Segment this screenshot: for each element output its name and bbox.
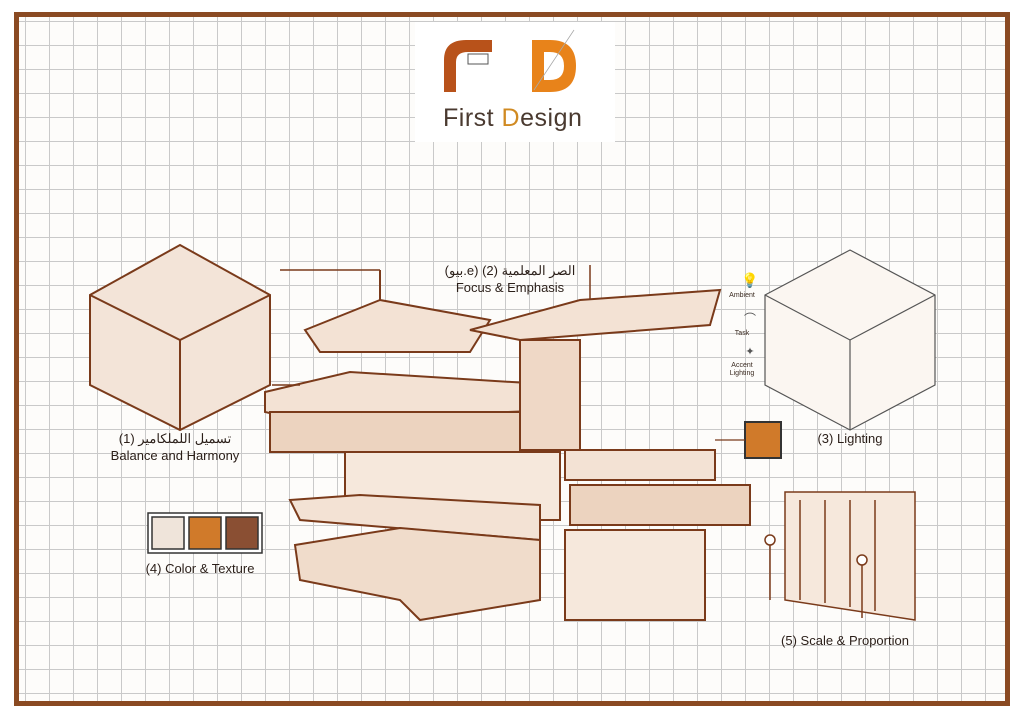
label-balance-english: Balance and Harmony — [110, 448, 240, 463]
label-lighting: (3) Lighting — [817, 431, 883, 446]
living-room-vignette — [89, 243, 300, 432]
brand-name: First Design — [443, 104, 583, 132]
lighting-vignette — [715, 249, 936, 459]
label-balance: تسميل اللملكامير (1) Balance and Harmony — [95, 430, 255, 464]
label-scale-proportion: (5) Scale & Proportion — [781, 633, 909, 648]
spotlight-icon: ✦ — [745, 346, 755, 358]
swatch-orange — [188, 516, 222, 550]
ambient-label: Ambient — [729, 292, 755, 299]
logo-monogram — [444, 29, 576, 92]
label-focus-english: Focus & Emphasis — [455, 280, 565, 295]
label-focus: (بيو.e) الصر المعلمية (2) Focus & Emphas… — [420, 262, 600, 296]
color-texture-swatches — [147, 512, 263, 554]
desk-lamp-icon: ⌒ — [743, 312, 756, 326]
house-illustration — [264, 265, 751, 622]
label-color-texture: (4) Color & Texture — [145, 561, 255, 576]
label-balance-arabic: تسميل اللملكامير (1) — [118, 431, 232, 446]
accent-lighting-label: Accent Lighting — [729, 362, 755, 377]
bulb-icon: 💡 — [741, 272, 759, 288]
label-focus-arabic: (بيو.e) الصر المعلمية (2) — [444, 263, 576, 278]
scale-vignette — [764, 491, 916, 621]
swatch-wood — [225, 516, 259, 550]
task-label: Task — [734, 330, 750, 337]
swatch-speckled — [151, 516, 185, 550]
